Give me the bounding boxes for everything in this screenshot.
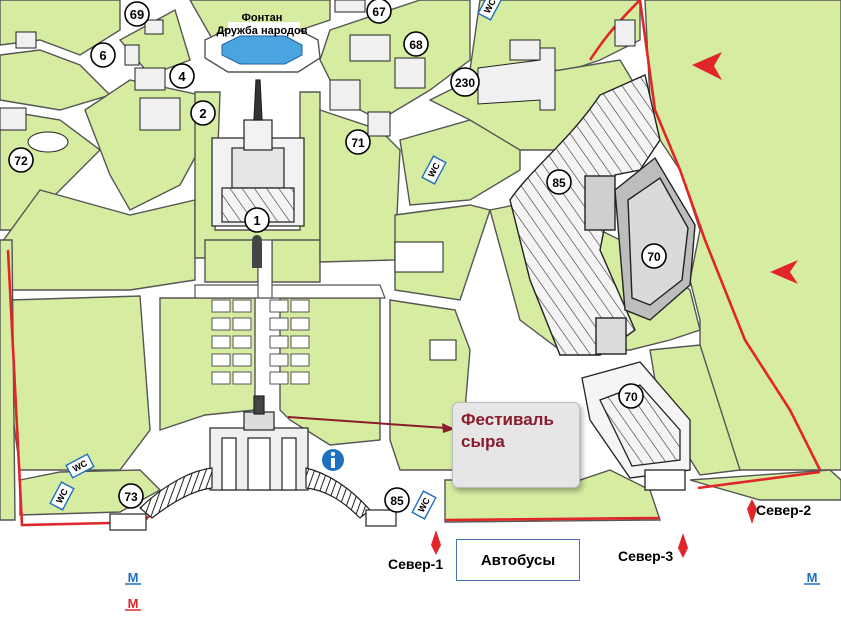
wc-signs: WC WC WC WC WC	[49, 0, 503, 520]
marker-85[interactable]: 85	[384, 487, 410, 513]
statue	[252, 235, 262, 268]
cheese-festival-callout[interactable]: Фестиваль сыра	[452, 402, 580, 488]
marker-label: 70	[624, 390, 638, 404]
metro-label: М	[128, 596, 139, 611]
marker-label: 68	[409, 38, 423, 52]
footpaths	[194, 239, 386, 299]
pavilion-markers[interactable]: 69 6 4 2 72 1 67 68 230 71 85 70 70 73 8…	[8, 0, 667, 513]
pavilion-230-building	[477, 39, 556, 111]
bus-stop-label[interactable]: Автобусы	[456, 539, 580, 581]
wc-icon: WC	[477, 0, 503, 21]
marker-label: 71	[351, 136, 365, 150]
marker-label: 230	[455, 76, 475, 90]
fountain-name-line1: Фонтан	[242, 12, 283, 24]
marker-label: 2	[199, 106, 206, 121]
pavilion-69-building	[614, 156, 696, 321]
marker-label: 4	[178, 69, 186, 84]
marker-label: 85	[390, 494, 404, 508]
marker-label: 6	[99, 48, 106, 63]
wc-icon: WC	[49, 481, 75, 511]
fence-lines	[6, 0, 822, 527]
marker-230[interactable]: 230	[450, 67, 480, 97]
entrance-arrows	[431, 52, 798, 558]
arrow-icon	[692, 52, 722, 80]
marker-67[interactable]: 67	[366, 0, 392, 24]
marker-label: 67	[372, 5, 386, 19]
marker-1[interactable]: 1	[244, 207, 270, 233]
kiosk-grid	[211, 299, 310, 385]
marker-6[interactable]: 69	[124, 1, 150, 27]
arrow-icon	[431, 530, 441, 555]
arrow-icon	[747, 499, 757, 524]
marker-label: 72	[14, 154, 28, 168]
metro-icon: М	[125, 570, 141, 585]
marker-70[interactable]: 70	[618, 383, 644, 409]
marker-68[interactable]: 68	[403, 31, 429, 57]
pavilion-75-building	[509, 74, 661, 356]
callout-pointer	[287, 416, 455, 433]
marker-71[interactable]: 71	[345, 129, 371, 155]
wc-icon: WC	[421, 155, 447, 185]
marker-label: 73	[124, 490, 138, 504]
marker-75[interactable]: 85	[546, 169, 572, 195]
wc-icon: WC	[411, 490, 437, 520]
exit-north-3: Север-3	[618, 548, 674, 564]
small-buildings	[0, 0, 636, 361]
wc-icon: WC	[65, 453, 95, 479]
pavilion-1-building	[211, 79, 305, 227]
metro-icon: М	[125, 596, 141, 611]
metro-label: М	[807, 570, 818, 585]
arrow-icon	[678, 533, 688, 558]
metro-icons: М М М	[125, 570, 820, 611]
marker-73[interactable]: 73	[118, 483, 144, 509]
exit-north-1: Север-1	[388, 556, 444, 572]
marker-label: 69	[130, 7, 144, 22]
marker-4[interactable]: 4	[169, 63, 195, 89]
arrow-icon	[770, 260, 798, 284]
marker-69[interactable]: 70	[641, 243, 667, 269]
metro-label: М	[128, 570, 139, 585]
exit-north-2: Север-2	[756, 502, 812, 518]
marker-2[interactable]: 2	[190, 100, 216, 126]
information-icon[interactable]	[322, 449, 344, 471]
fountain-name-line2: Дружба народов	[217, 25, 308, 37]
metro-icon: М	[804, 570, 820, 585]
marker-label: 85	[552, 176, 566, 190]
fountain	[204, 22, 321, 73]
marker-label: 70	[647, 250, 661, 264]
callout-line2: сыра	[461, 432, 505, 451]
marker-label: 1	[253, 213, 260, 228]
marker-5[interactable]: 6	[90, 42, 116, 68]
marker-72[interactable]: 72	[8, 147, 34, 173]
callout-line1: Фестиваль	[461, 410, 554, 429]
main-entrance-arch	[109, 395, 397, 531]
grass-areas	[0, 0, 841, 523]
bus-label: Автобусы	[480, 551, 556, 569]
